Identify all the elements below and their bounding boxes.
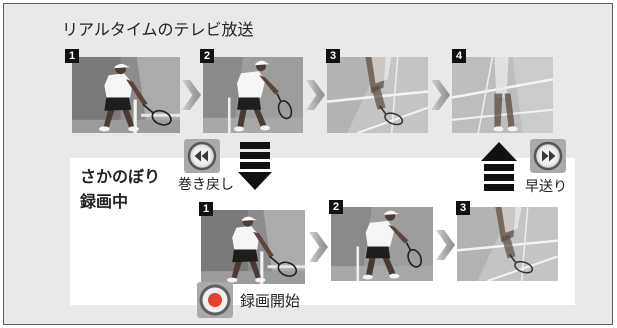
frame-number-badge: 2 [200, 49, 214, 63]
fast-forward-label: 早送り [525, 179, 567, 195]
fast-forward-icon [542, 150, 556, 162]
frame-number-badge: 3 [326, 49, 340, 63]
arrow-up-icon [481, 142, 517, 191]
record-label: 録画開始 [240, 292, 301, 310]
frame-number-badge: 3 [456, 201, 470, 215]
rewind-label: 巻き戻し [178, 177, 234, 193]
frame-number-badge: 2 [329, 200, 343, 214]
frame-photo [72, 57, 180, 133]
frame-number-badge: 1 [199, 202, 213, 216]
rewind-icon [194, 150, 208, 162]
frame-photo [327, 57, 428, 133]
record-icon [208, 293, 222, 307]
frame-photo [331, 207, 433, 281]
frame-number-badge: 1 [65, 49, 79, 63]
recording-status-line2: 録画中 [80, 192, 129, 211]
frame-photo [201, 210, 305, 284]
frame-photo [452, 57, 553, 133]
fast-forward-button[interactable] [530, 139, 566, 173]
realtime-title: リアルタイムのテレビ放送 [62, 20, 254, 39]
record-button[interactable] [197, 282, 233, 318]
arrow-down-icon [238, 142, 272, 190]
frame-number-badge: 4 [452, 49, 466, 63]
frame-photo [457, 207, 558, 281]
rewind-button[interactable] [184, 139, 220, 173]
recording-status-line1: さかのぼり [80, 167, 161, 186]
frame-photo [203, 57, 303, 133]
